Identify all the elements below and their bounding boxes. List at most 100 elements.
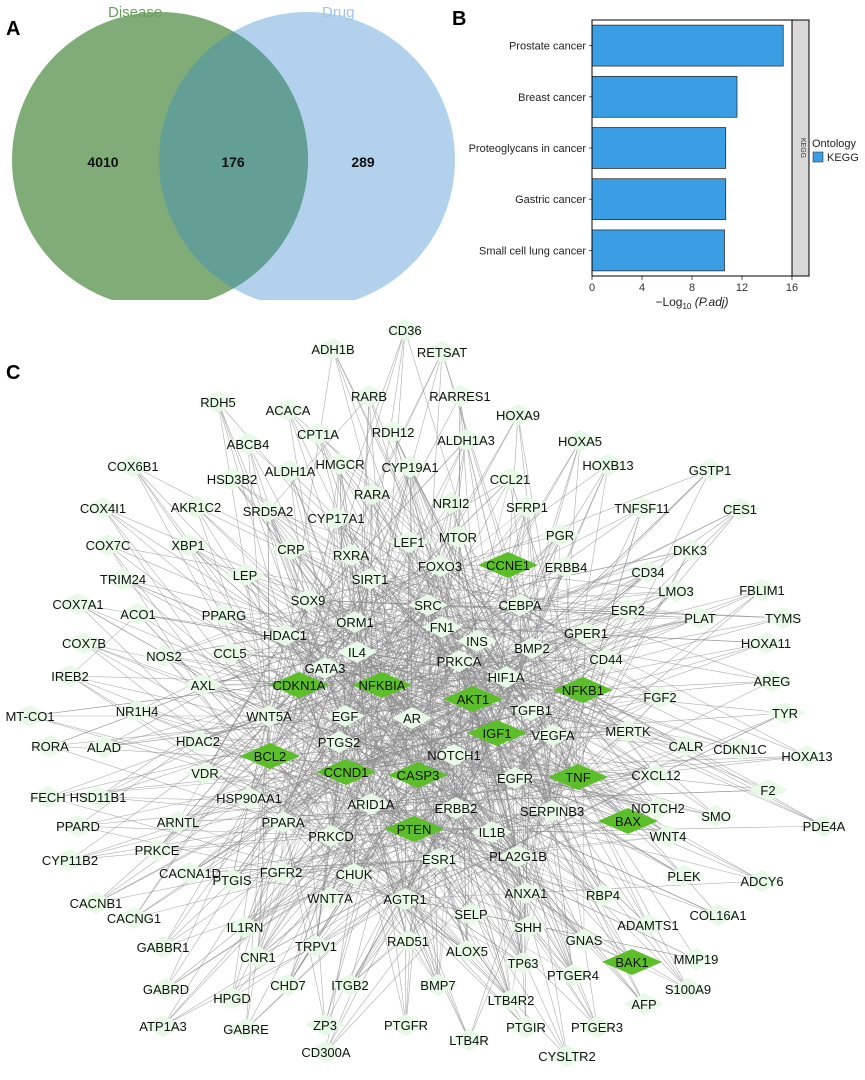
gene-node [225,564,265,586]
network-edge [287,409,478,642]
gene-node [388,930,428,952]
gene-label: TYR [772,706,798,721]
gene-label: CALR [669,739,704,754]
network-edge [165,734,554,990]
network-edge [248,684,300,799]
category-label: Small cell lung cancer [479,245,586,257]
gene-label: AFP [631,997,656,1012]
gene-label: HOXA13 [781,749,832,764]
gene-node [532,800,572,822]
gene-label: ACACA [266,403,311,418]
gene-node [296,935,336,957]
gene-node [204,604,244,626]
network-edge [577,658,607,778]
network-edge [519,604,629,732]
gene-node [628,561,668,583]
bar [591,127,727,169]
gene-label: IL4 [348,645,366,660]
network-edge [519,604,661,698]
network-edge [290,548,532,711]
network-edge [427,604,524,964]
hub-node [598,808,658,834]
gene-node [512,637,552,659]
gene-label: FN1 [430,620,455,635]
category-label: Proteoglycans in cancer [469,143,587,155]
gene-node [498,845,538,867]
gene-node [408,594,448,616]
network-edge [409,466,440,860]
network-edge [195,506,443,628]
gene-label: AREG [754,674,791,689]
gene-node [270,460,310,482]
network-edge [95,771,347,904]
gene-node [491,989,531,1011]
network-edge [69,675,332,837]
network-edge [439,565,574,976]
network-edge [335,517,521,606]
network-edge [335,517,457,809]
network-edge [95,810,553,904]
gene-node [30,735,70,757]
network-edge [439,565,773,682]
gene-node [690,459,730,481]
network-edge [269,755,697,960]
gene-node [670,539,710,561]
gene-node [228,433,268,455]
category-label: Gastric cancer [515,194,586,206]
gene-label: PLAT [684,611,716,626]
network-edge [411,717,574,976]
network-edge [514,777,685,877]
hub-node [352,672,412,698]
hub-node [316,759,376,785]
gene-label: NR1H4 [116,704,159,719]
network-edge [339,463,356,623]
gene-label: GABRD [143,982,189,997]
hub-node [467,720,527,746]
gene-label: PLA2G1B [489,849,547,864]
network-edge [468,776,579,1041]
gene-node [114,907,154,929]
gene-label: RARB [351,389,387,404]
gene-node [229,787,269,809]
gene-node [533,724,573,746]
gene-label: MT-CO1 [5,709,54,724]
gene-node [804,815,844,837]
gene-label: IL1RN [227,920,264,935]
network-edge [163,565,441,657]
gene-label: AGTR1 [383,892,426,907]
network-edge [269,554,352,757]
gene-node [640,686,680,708]
gene-node [50,849,90,871]
gene-label: HOXA11 [741,636,791,651]
gene-node [386,1014,426,1036]
gene-node [583,884,623,906]
network-edge [349,898,406,986]
gene-label: RETSAT [417,345,467,360]
gene-label: CASP3 [397,768,440,783]
network-edge [370,774,657,805]
network-edge [204,634,286,774]
gene-node [503,952,543,974]
gene-label: GABRE [223,1022,269,1037]
network-edge [345,730,629,773]
category-label: Breast cancer [518,92,586,104]
gene-node [746,632,786,654]
network-edge [345,771,407,1026]
gene-node [447,940,487,962]
gene-node [58,815,98,837]
network-edge [162,698,474,1027]
gene-label: ALAD [87,740,121,755]
gene-node [306,1041,346,1063]
hub-node [384,816,444,842]
network-edge [505,676,687,747]
network-edge [354,621,587,634]
gene-node [58,593,98,615]
network-edge [552,734,598,1028]
gene-label: BMP2 [514,641,549,656]
network-edge [339,463,554,736]
gene-label: CYP17A1 [307,511,364,526]
gene-node [742,579,782,601]
network-edge [344,554,352,717]
network-edge [177,807,457,823]
